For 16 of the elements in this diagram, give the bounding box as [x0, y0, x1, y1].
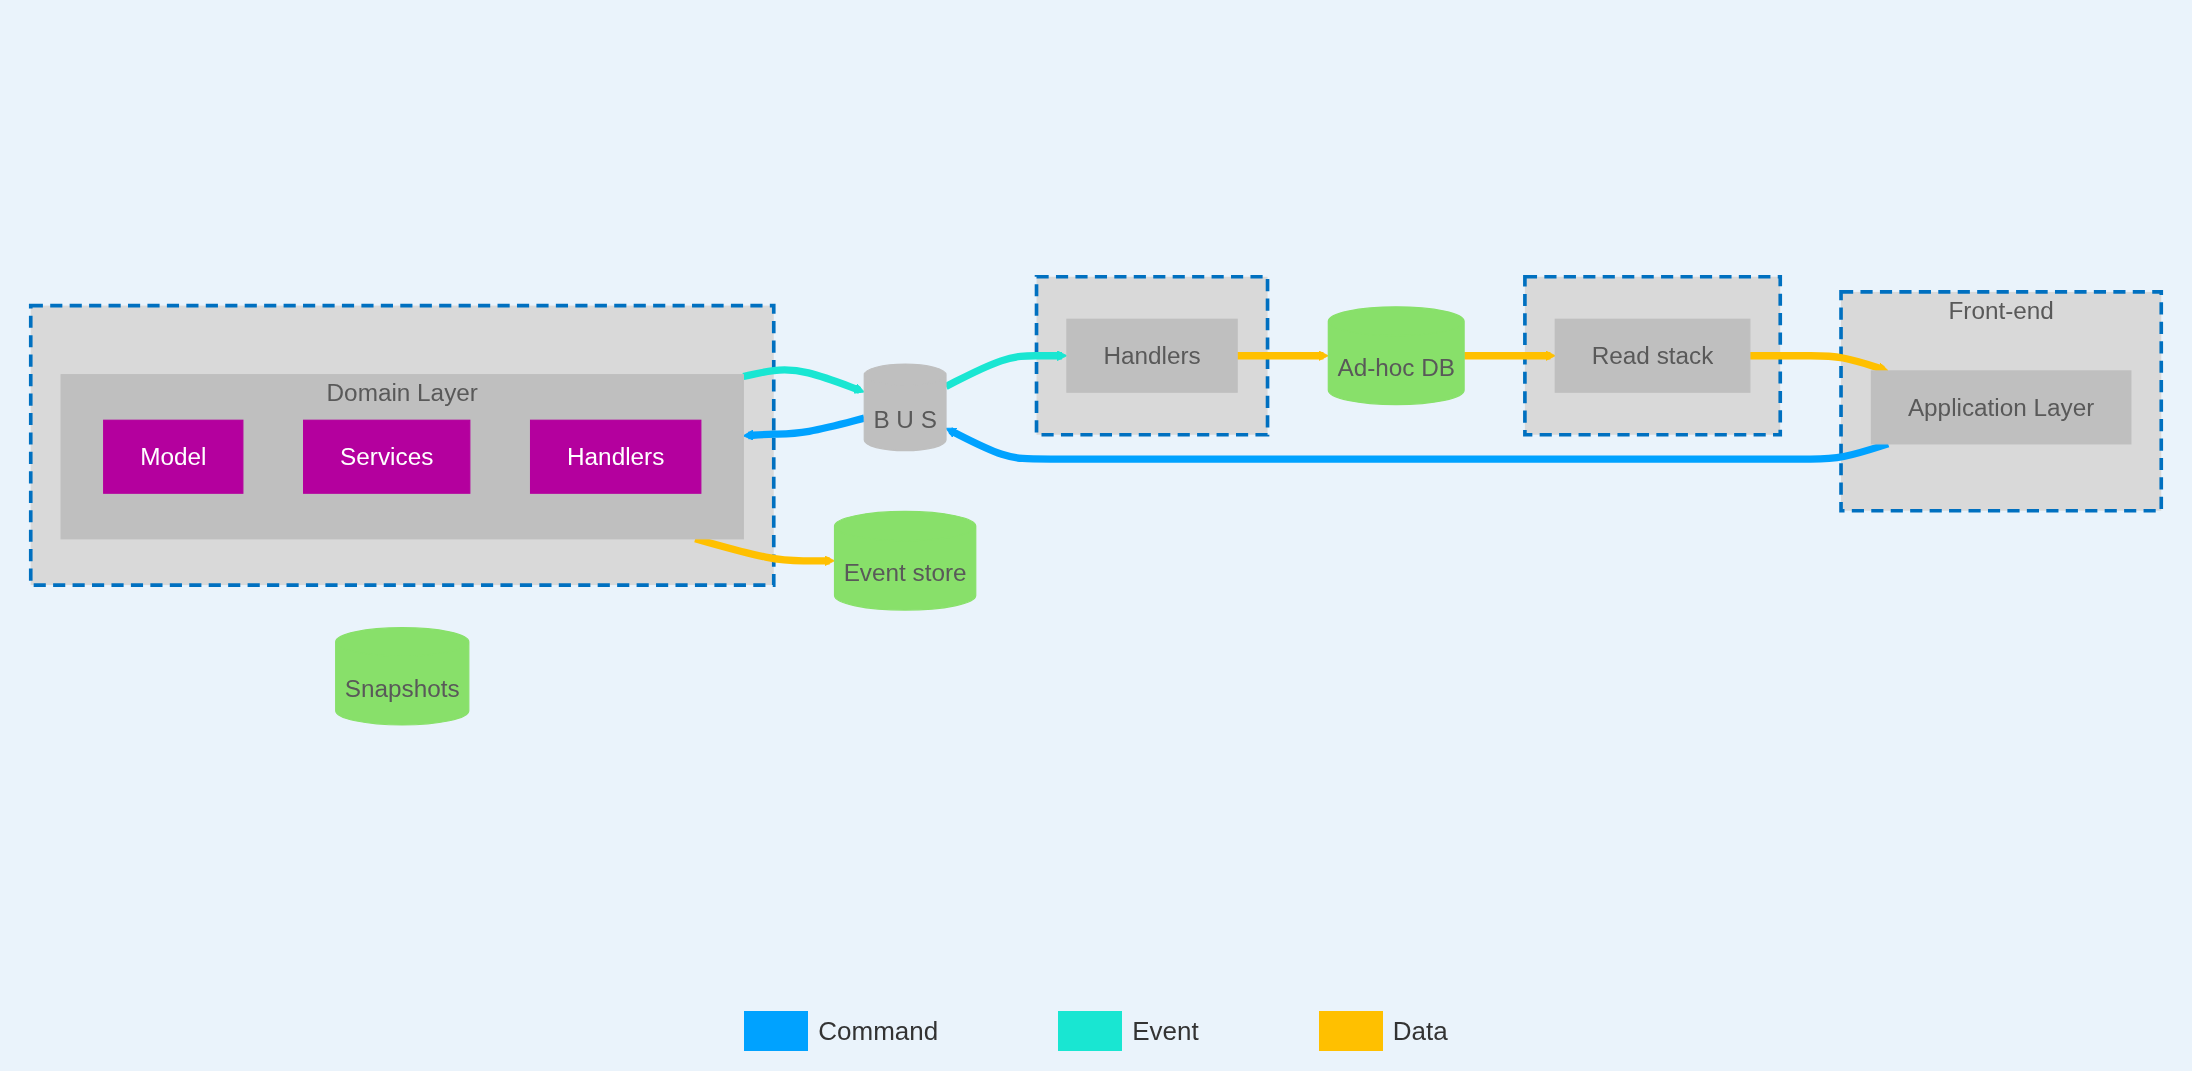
arrow [945, 426, 1890, 463]
node-box: Read stack [1554, 318, 1751, 393]
node-box: Handlers [529, 419, 702, 494]
node-box: Model [103, 419, 244, 494]
arrow [1749, 351, 1889, 373]
node-box: Services [303, 419, 471, 494]
cluster [1523, 274, 1783, 437]
legend-label: Data [1392, 1015, 1448, 1047]
cluster [28, 303, 776, 587]
node-box: Handlers [1066, 318, 1238, 393]
arrow [1237, 350, 1329, 361]
legend-label: Event [1132, 1015, 1199, 1047]
cluster [1034, 274, 1270, 437]
node-box: Application Layer [1870, 370, 2132, 445]
arrow [742, 365, 865, 394]
legend-label: Command [818, 1015, 939, 1047]
